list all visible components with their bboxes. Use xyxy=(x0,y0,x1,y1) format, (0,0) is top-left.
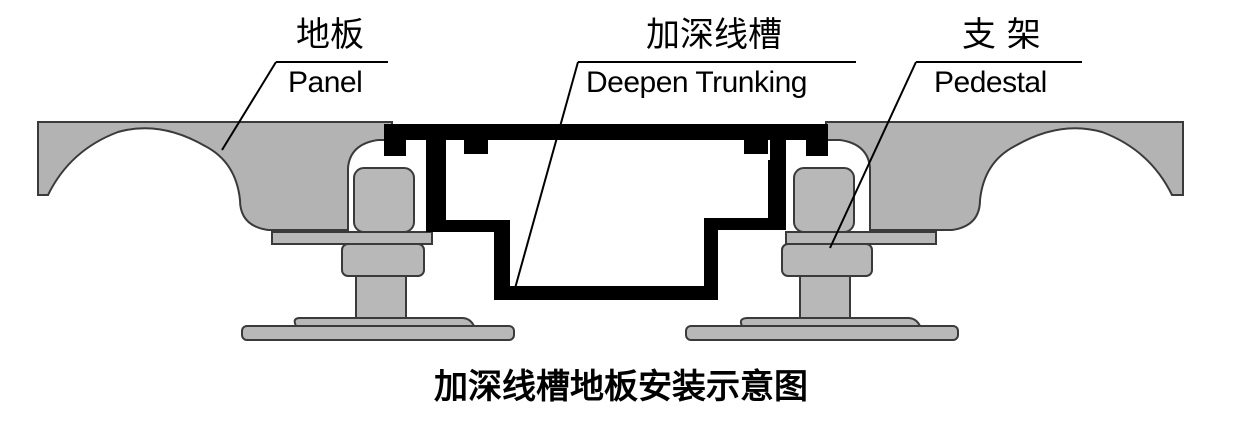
trunking-lip-left xyxy=(464,140,488,154)
pedestal-label-cn: 支 架 xyxy=(962,15,1041,55)
panel-label-en: Panel xyxy=(288,66,363,99)
leader-lines xyxy=(221,61,1082,293)
trunking-label-cn: 加深线槽 xyxy=(646,15,782,55)
diagram-caption: 加深线槽地板安装示意图 xyxy=(434,367,808,407)
left-floor-panel xyxy=(37,121,393,231)
deepen-trunking xyxy=(384,124,828,300)
left-pedestal xyxy=(241,167,515,341)
right-floor-panel xyxy=(825,121,1184,231)
trunking-lip-right xyxy=(744,140,768,154)
right-pedestal xyxy=(685,167,959,341)
pedestal-label-en: Pedestal xyxy=(934,66,1047,99)
panel-label-cn: 地板 xyxy=(296,15,364,55)
trunking-label-en: Deepen Trunking xyxy=(586,66,808,99)
